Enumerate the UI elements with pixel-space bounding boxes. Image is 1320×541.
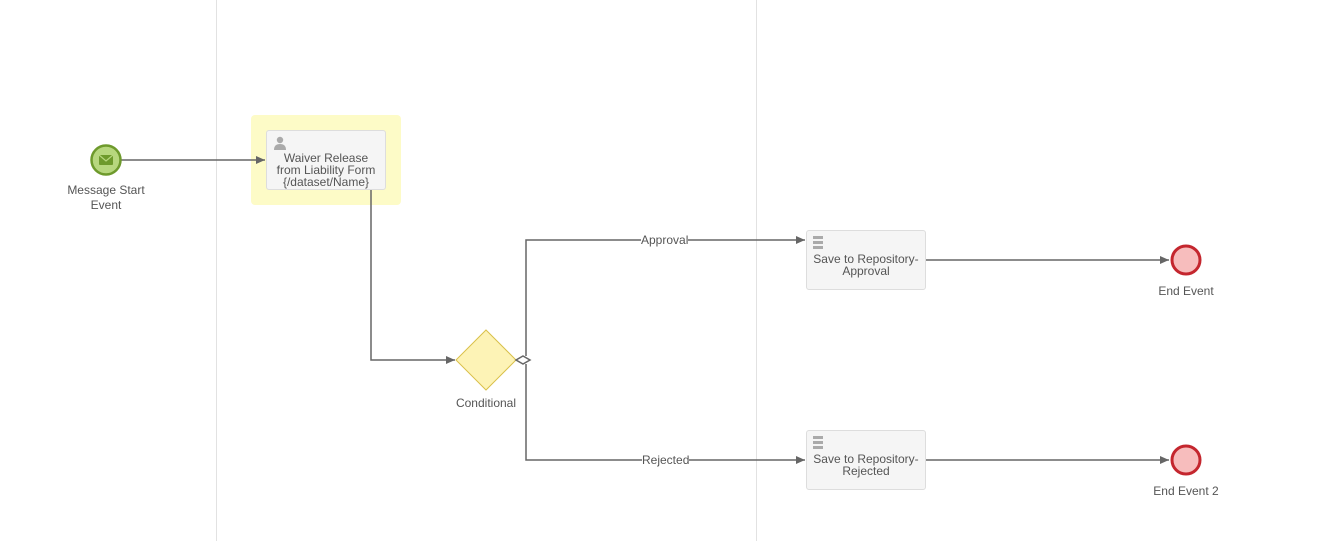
gateway-label: Conditional (455, 396, 517, 410)
task-title-line2: from Liability Form (276, 163, 376, 177)
task-title-line3: {/dataset/Name} (282, 175, 370, 189)
flow-rejected[interactable] (525, 364, 805, 464)
start-label-line2: Event (90, 198, 122, 212)
envelope-icon (98, 154, 114, 165)
task-title-line1: Save to Repository- (813, 452, 919, 466)
flow-label-approval: Approval (641, 233, 689, 247)
message-start-event[interactable] (90, 144, 122, 176)
default-flow-marker (514, 355, 532, 365)
end-event[interactable] (1170, 244, 1202, 276)
lane-divider-2 (756, 0, 757, 541)
service-task-save-rejected[interactable]: Save to Repository- Rejected (806, 430, 926, 490)
user-icon (274, 136, 286, 150)
flow-task-to-gateway[interactable] (370, 190, 455, 364)
end-event-label: End Event (1158, 284, 1214, 298)
end-event-2[interactable] (1170, 444, 1202, 476)
task-title-line2: Approval (842, 264, 890, 278)
service-task-save-approval[interactable]: Save to Repository- Approval (806, 230, 926, 290)
start-event-label: Message Start Event (56, 183, 156, 213)
task-title-line1: Waiver Release (283, 151, 369, 165)
end-event-2-label: End Event 2 (1153, 484, 1219, 498)
flow-approval[interactable] (525, 236, 805, 356)
conditional-gateway[interactable] (455, 329, 517, 391)
task-title-line1: Save to Repository- (813, 252, 919, 266)
start-label-line1: Message Start (67, 183, 145, 197)
server-icon (813, 436, 823, 449)
user-task-waiver-release[interactable]: Waiver Release from Liability Form {/dat… (266, 130, 386, 190)
task-title-line2: Rejected (842, 464, 890, 478)
flow-label-rejected: Rejected (642, 453, 690, 467)
server-icon (813, 236, 823, 249)
lane-divider-1 (216, 0, 217, 541)
